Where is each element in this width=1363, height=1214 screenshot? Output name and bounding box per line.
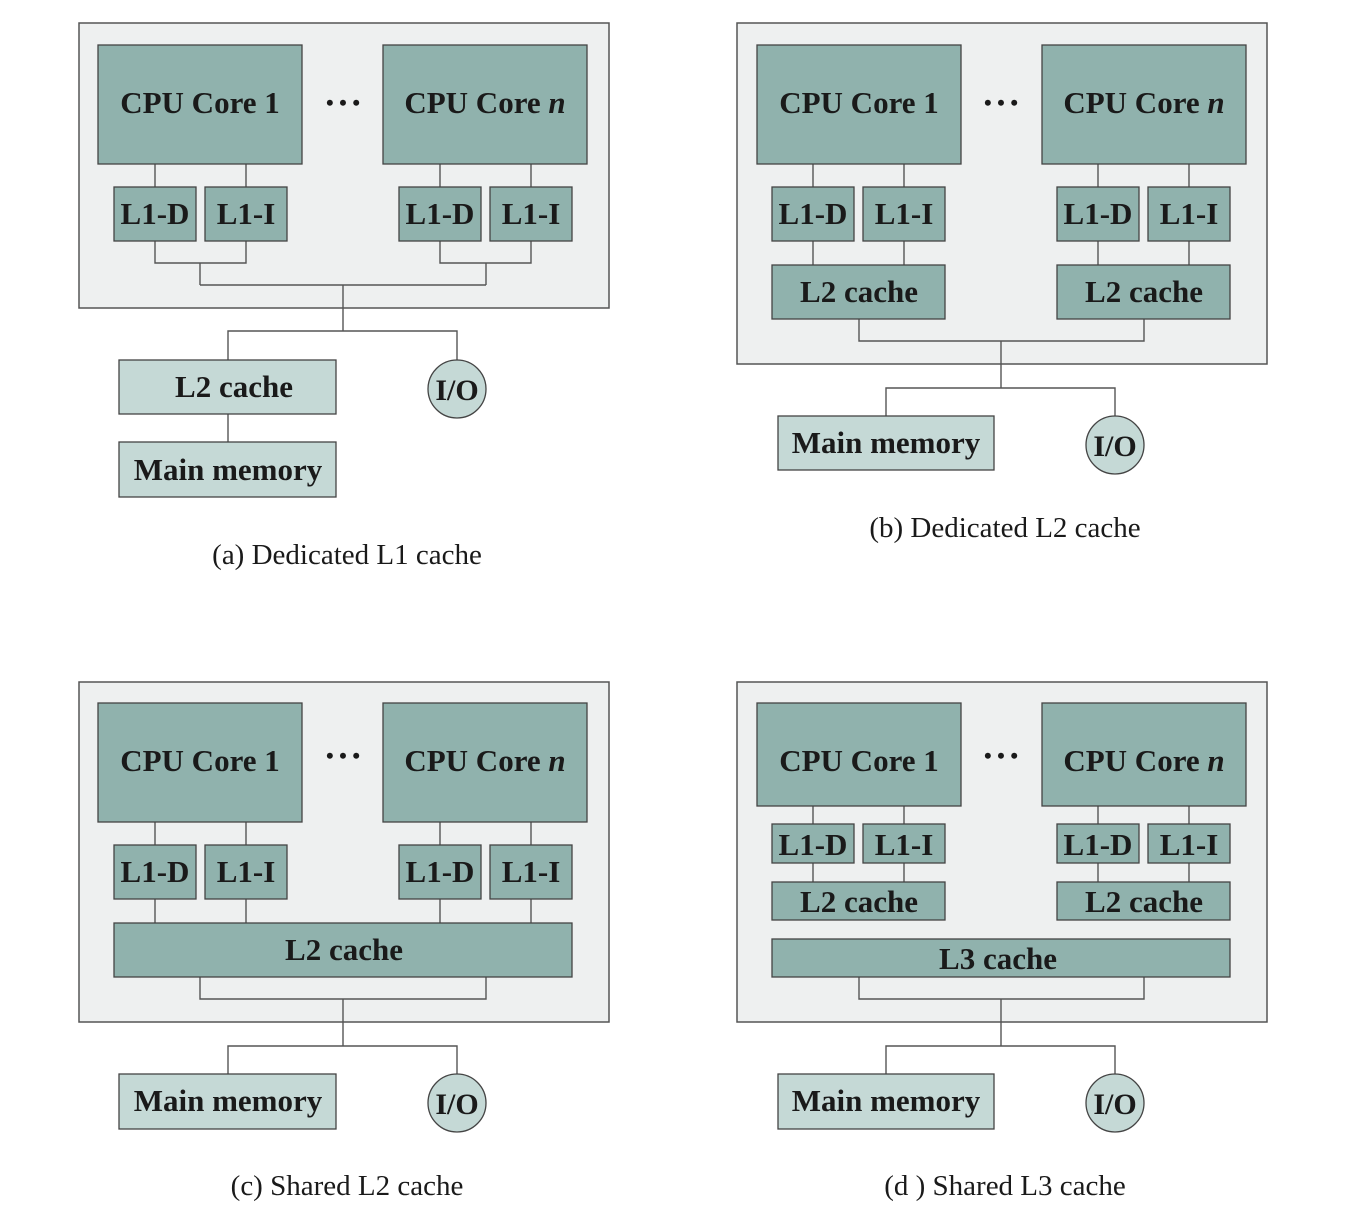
main-memory-label: Main memory xyxy=(134,1083,323,1118)
l2-cache-core-1 xyxy=(771,881,946,921)
ellipsis: • • • xyxy=(326,90,360,115)
l2-cache-core-1 xyxy=(771,264,946,320)
panel-c: CPU Core 1 • • • CPU Core n L1-D L1-I L1… xyxy=(78,681,610,1202)
l1-data-cache xyxy=(398,186,482,242)
l2-cache-core-n xyxy=(1056,881,1231,921)
panel-d: CPU Core 1 • • • CPU Core n L1-D L1-I L1… xyxy=(736,681,1268,1202)
main-memory xyxy=(118,441,337,498)
l2-cache-label: L2 cache xyxy=(1085,274,1203,309)
l1-instruction-cache xyxy=(489,844,573,900)
l1-data-cache xyxy=(1056,186,1140,242)
cpu-core-1 xyxy=(756,702,962,807)
l1-data-label: L1-D xyxy=(1064,196,1133,231)
panel-c-caption: (c) Shared L2 cache xyxy=(231,1170,464,1202)
ellipsis: • • • xyxy=(326,743,360,768)
l2-cache-core-n xyxy=(1056,264,1231,320)
main-memory xyxy=(777,415,995,471)
l1-instruction-cache xyxy=(862,823,946,864)
l2-cache-label: L2 cache xyxy=(175,369,293,404)
l1-instruction-label: L1-I xyxy=(217,854,276,889)
l1-instruction-label: L1-I xyxy=(1160,196,1219,231)
l1-instruction-label: L1-I xyxy=(502,854,561,889)
cpu-core-n-label: CPU Core n xyxy=(404,743,565,778)
io-label: I/O xyxy=(435,374,478,407)
l2-cache-label: L2 cache xyxy=(800,274,918,309)
l1-data-cache xyxy=(1056,823,1140,864)
cpu-core-n xyxy=(382,702,588,823)
l1-instruction-label: L1-I xyxy=(875,196,934,231)
l2-cache-label: L2 cache xyxy=(1085,884,1203,919)
l1-instruction-cache xyxy=(1147,823,1231,864)
panel-a: CPU Core 1 • • • CPU Core n L1-D L1-I L1… xyxy=(78,22,610,571)
l1-instruction-cache xyxy=(204,186,288,242)
l1-instruction-cache xyxy=(204,844,288,900)
l2-cache-off-chip xyxy=(118,359,337,415)
cpu-core-n xyxy=(382,44,588,165)
io-node xyxy=(427,1073,487,1133)
io-node xyxy=(1085,1073,1145,1133)
io-node xyxy=(1085,415,1145,475)
io-node xyxy=(427,359,487,419)
cpu-core-1-label: CPU Core 1 xyxy=(779,85,939,120)
cpu-core-n xyxy=(1041,44,1247,165)
l1-data-label: L1-D xyxy=(779,196,848,231)
panel-b-caption: (b) Dedicated L2 cache xyxy=(869,512,1140,544)
l2-cache-label: L2 cache xyxy=(800,884,918,919)
l1-data-cache xyxy=(113,844,197,900)
main-memory xyxy=(777,1073,995,1130)
main-memory-label: Main memory xyxy=(134,452,323,487)
main-memory-label: Main memory xyxy=(792,1083,981,1118)
panel-b: CPU Core 1 • • • CPU Core n L1-D L1-I L1… xyxy=(736,22,1268,544)
l1-instruction-cache xyxy=(489,186,573,242)
l1-data-label: L1-D xyxy=(121,196,190,231)
l1-data-label: L1-D xyxy=(1064,827,1133,862)
l1-data-cache xyxy=(771,186,855,242)
main-memory xyxy=(118,1073,337,1130)
shared-l3-cache xyxy=(771,938,1231,978)
cpu-core-n-label: CPU Core n xyxy=(1063,743,1224,778)
cpu-core-1 xyxy=(97,702,303,823)
cpu-core-n xyxy=(1041,702,1247,807)
cpu-core-1 xyxy=(97,44,303,165)
l1-instruction-label: L1-I xyxy=(875,827,934,862)
shared-l2-cache xyxy=(113,922,573,978)
l1-data-cache xyxy=(113,186,197,242)
ellipsis: • • • xyxy=(984,743,1018,768)
cpu-core-1-label: CPU Core 1 xyxy=(779,743,939,778)
panel-d-caption: (d ) Shared L3 cache xyxy=(884,1170,1126,1202)
panel-a-caption: (a) Dedicated L1 cache xyxy=(212,539,482,571)
io-label: I/O xyxy=(1093,1088,1136,1121)
l1-data-cache xyxy=(398,844,482,900)
cpu-core-1-label: CPU Core 1 xyxy=(120,743,280,778)
l1-instruction-label: L1-I xyxy=(1160,827,1219,862)
cpu-core-n-label: CPU Core n xyxy=(1063,85,1224,120)
l1-data-label: L1-D xyxy=(406,854,475,889)
cpu-core-1 xyxy=(756,44,962,165)
l1-data-label: L1-D xyxy=(406,196,475,231)
l1-instruction-cache xyxy=(862,186,946,242)
l1-instruction-label: L1-I xyxy=(502,196,561,231)
l1-data-cache xyxy=(771,823,855,864)
main-memory-label: Main memory xyxy=(792,425,981,460)
cpu-core-1-label: CPU Core 1 xyxy=(120,85,280,120)
l3-cache-label: L3 cache xyxy=(939,941,1057,976)
l1-instruction-cache xyxy=(1147,186,1231,242)
l2-cache-label: L2 cache xyxy=(285,932,403,967)
io-label: I/O xyxy=(435,1088,478,1121)
l1-data-label: L1-D xyxy=(121,854,190,889)
ellipsis: • • • xyxy=(984,90,1018,115)
l1-instruction-label: L1-I xyxy=(217,196,276,231)
cpu-core-n-label: CPU Core n xyxy=(404,85,565,120)
io-label: I/O xyxy=(1093,430,1136,463)
l1-data-label: L1-D xyxy=(779,827,848,862)
